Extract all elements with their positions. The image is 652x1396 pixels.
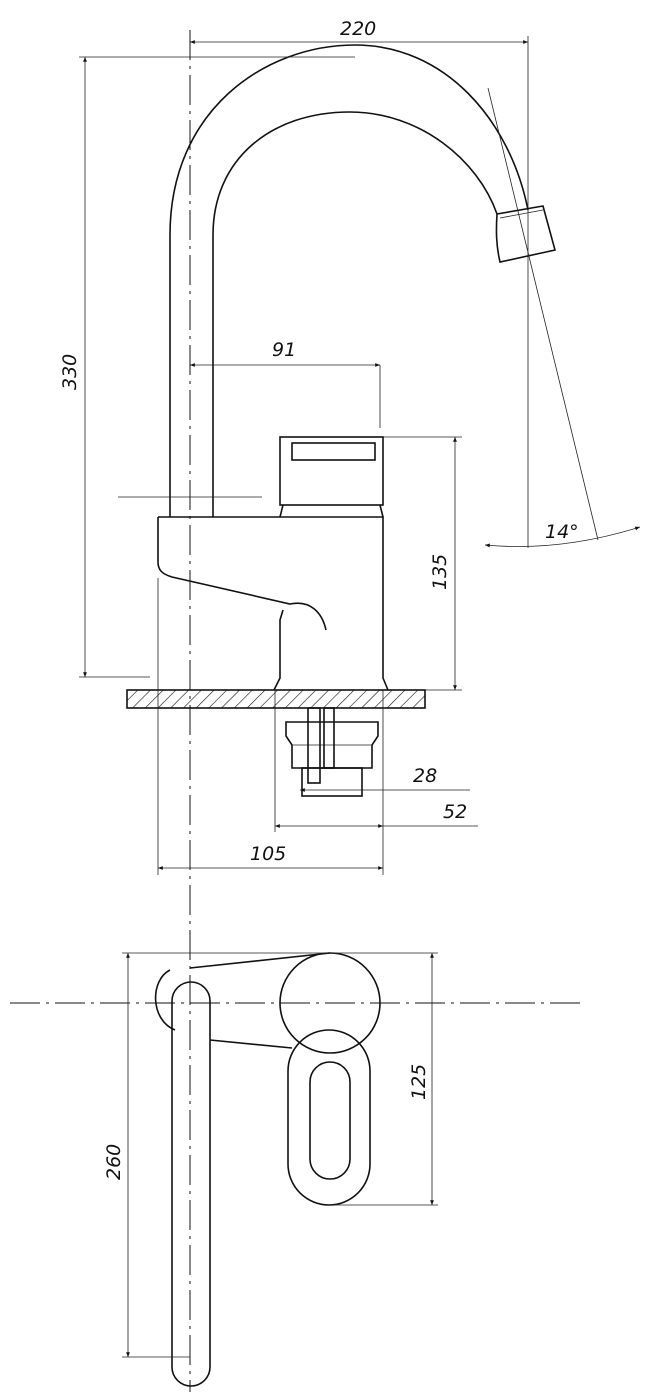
dim-260: 260 <box>103 1144 125 1180</box>
dim-135: 135 <box>429 554 451 590</box>
faucet-body <box>157 436 389 691</box>
mounting-nut <box>285 707 379 797</box>
base-plate <box>126 689 426 709</box>
dim-28: 28 <box>413 765 437 787</box>
dim-91: 91 <box>272 339 296 361</box>
dim-105: 105 <box>250 843 286 865</box>
top-view <box>154 952 381 1387</box>
dim-125: 125 <box>408 1064 430 1100</box>
dim-52: 52 <box>443 801 467 823</box>
spout <box>169 44 556 517</box>
dim-14-degrees: 14° <box>545 521 579 543</box>
dim-220: 220 <box>340 18 376 40</box>
dim-330: 330 <box>59 354 81 390</box>
